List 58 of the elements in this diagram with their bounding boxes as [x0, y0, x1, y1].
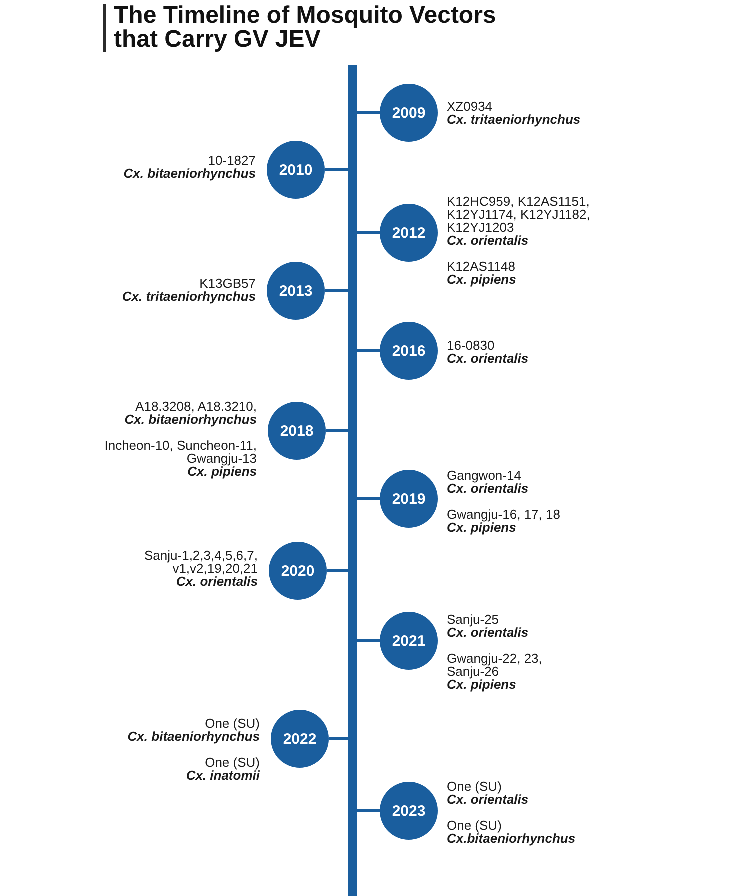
strain-ids: Sanju-1,2,3,4,5,6,7, v1,v2,19,20,21 [144, 549, 258, 575]
species-name: Cx. bitaeniorhynchus [124, 167, 256, 180]
connector-line [327, 570, 348, 572]
species-name: Cx. orientalis [447, 626, 529, 639]
title: The Timeline of Mosquito Vectors that Carry GV JEV [103, 4, 506, 52]
year-label: 2013 [279, 282, 313, 300]
strain-ids: A18.3208, A18.3210, [136, 400, 257, 413]
connector-line [357, 498, 380, 500]
connector-line [357, 350, 380, 352]
species-name: Cx. bitaeniorhynchus [128, 730, 260, 743]
year-label: 2023 [392, 802, 426, 820]
strain-ids: 16-0830 [447, 339, 495, 352]
year-label: 2016 [392, 342, 426, 360]
strain-ids: Gwangju-22, 23, Sanju-26 [447, 652, 544, 678]
strain-ids: Gangwon-14 [447, 469, 522, 482]
species-name: Cx. orientalis [447, 234, 529, 247]
species-name: Cx. pipiens [447, 678, 516, 690]
connector-line [325, 168, 348, 172]
species-name: Cx. orientalis [176, 575, 258, 588]
strain-ids: XZ0934 [447, 100, 493, 113]
strain-ids: 10-1827 [208, 154, 256, 167]
species-name: Cx. bitaeniorhynchus [124, 413, 257, 426]
species-name: Cx. orientalis [447, 352, 529, 365]
connector-line [325, 290, 348, 292]
strain-ids: K12AS1148 [447, 260, 516, 272]
species-name: Cx. orientalis [447, 793, 529, 806]
connector-line [357, 640, 380, 642]
strain-ids: K12HC959, K12AS1151, K12YJ1174, K12YJ1182, K12YJ1203 [447, 195, 592, 234]
species-name: Cx. pipiens [447, 520, 516, 534]
strain-ids: K13GB57 [200, 277, 256, 290]
species-name: Cx. pipiens [447, 272, 516, 286]
species-name: Cx. tritaeniorhynchus [447, 113, 581, 126]
strain-ids: Incheon-10, Suncheon-11, Gwangju-13 [104, 438, 257, 464]
strain-ids: One (SU) [447, 818, 502, 832]
year-label: 2019 [392, 490, 426, 508]
strain-ids: Gwangju-16, 17, 18 [447, 508, 560, 520]
year-label: 2021 [392, 632, 426, 650]
year-label: 2012 [392, 224, 426, 242]
species-name: Cx.bitaeniorhynchus [447, 832, 576, 844]
strain-ids: One (SU) [205, 717, 260, 730]
species-name: Cx. pipiens [188, 464, 257, 478]
strain-ids: Sanju-25 [447, 613, 500, 626]
species-name: Cx. orientalis [447, 482, 529, 495]
connector-line [326, 430, 348, 432]
timeline-spine [348, 65, 357, 896]
connector-line [329, 738, 348, 740]
connector-line [357, 232, 380, 234]
year-label: 2022 [283, 730, 317, 748]
year-label: 2009 [392, 104, 426, 122]
connector-line [357, 112, 380, 114]
year-label: 2020 [281, 562, 315, 580]
species-name: Cx. tritaeniorhynchus [122, 290, 256, 303]
year-label: 2018 [280, 422, 314, 440]
species-name: Cx. inatomii [186, 768, 260, 782]
connector-line [357, 810, 380, 812]
year-label: 2010 [279, 162, 313, 178]
strain-ids: One (SU) [447, 780, 502, 793]
strain-ids: One (SU) [205, 756, 260, 768]
